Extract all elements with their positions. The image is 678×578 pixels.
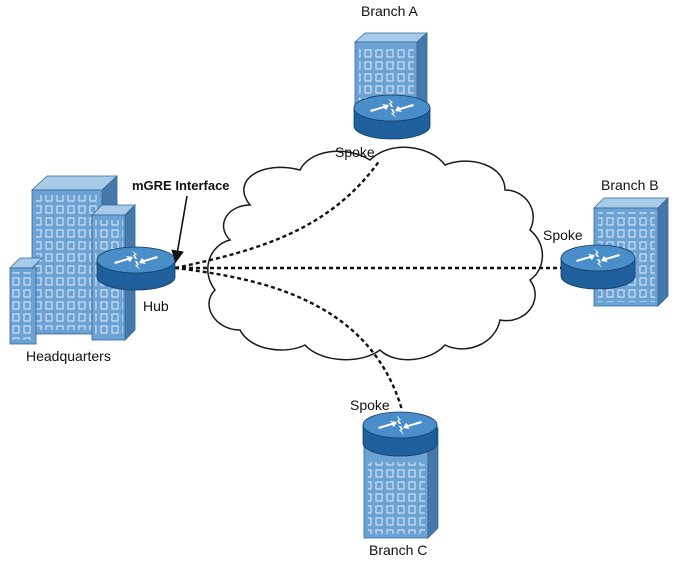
mgre-interface-label: mGRE Interface xyxy=(132,178,230,193)
spoke-c-label: Spoke xyxy=(350,397,390,413)
branch-c-router-icon xyxy=(362,411,438,457)
tunnel-links xyxy=(174,159,565,411)
hub-label: Hub xyxy=(143,298,169,314)
spoke-a-label: Spoke xyxy=(335,144,375,160)
wan-cloud-icon xyxy=(207,146,544,361)
branch-a-label: Branch A xyxy=(361,3,418,19)
branch-a-router-icon xyxy=(353,94,431,140)
headquarters-label: Headquarters xyxy=(26,348,111,364)
spoke-b-label: Spoke xyxy=(543,227,583,243)
hub-router-icon xyxy=(96,246,176,291)
branch-b-label: Branch B xyxy=(601,177,659,193)
branch-b-router-icon xyxy=(560,244,636,290)
branch-c-label: Branch C xyxy=(369,542,427,558)
mgre-arrow-icon xyxy=(171,195,188,264)
link-to-branch-a xyxy=(174,159,381,270)
